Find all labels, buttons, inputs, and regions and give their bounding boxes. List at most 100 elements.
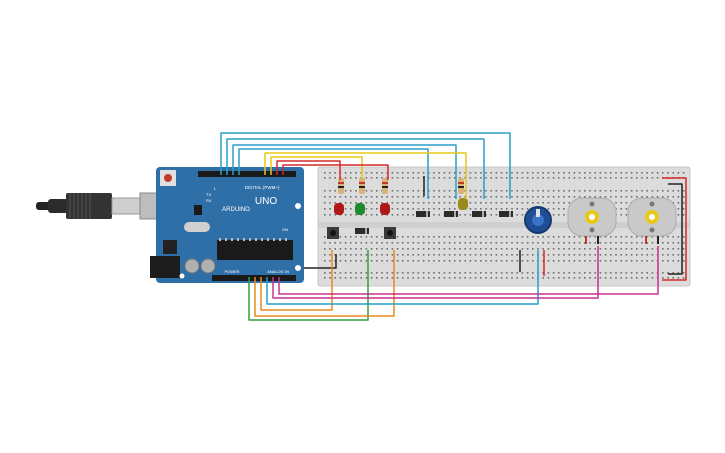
breadboard-hole[interactable]	[339, 196, 342, 198]
breadboard-hole[interactable]	[454, 177, 456, 179]
breadboard-hole[interactable]	[495, 172, 498, 174]
breadboard-hole[interactable]	[417, 277, 420, 279]
breadboard-hole[interactable]	[433, 202, 435, 204]
breadboard-hole[interactable]	[324, 172, 326, 174]
breadboard-hole[interactable]	[412, 196, 414, 198]
breadboard-hole[interactable]	[573, 177, 576, 179]
breadboard-hole[interactable]	[552, 254, 555, 256]
breadboard-hole[interactable]	[578, 190, 581, 192]
breadboard-hole[interactable]	[464, 248, 466, 250]
breadboard-hole[interactable]	[417, 172, 420, 174]
breadboard-hole[interactable]	[396, 190, 399, 192]
breadboard-hole[interactable]	[516, 277, 518, 279]
breadboard-hole[interactable]	[589, 172, 591, 174]
breadboard-hole[interactable]	[386, 254, 388, 256]
breadboard-hole[interactable]	[521, 190, 524, 192]
breadboard-hole[interactable]	[558, 236, 560, 238]
breadboard-hole[interactable]	[641, 272, 643, 274]
breadboard-hole[interactable]	[537, 177, 539, 179]
breadboard-hole[interactable]	[495, 277, 498, 279]
breadboard-hole[interactable]	[542, 260, 544, 262]
breadboard-hole[interactable]	[339, 272, 342, 274]
breadboard-hole[interactable]	[350, 202, 352, 204]
breadboard-hole[interactable]	[490, 242, 492, 244]
breadboard-hole[interactable]	[625, 202, 628, 204]
breadboard-hole[interactable]	[459, 272, 461, 274]
breadboard-hole[interactable]	[667, 172, 669, 174]
breadboard-hole[interactable]	[677, 202, 680, 204]
breadboard-hole[interactable]	[329, 254, 331, 256]
breadboard-hole[interactable]	[563, 190, 565, 192]
breadboard-hole[interactable]	[620, 202, 622, 204]
breadboard-hole[interactable]	[448, 236, 451, 238]
breadboard-hole[interactable]	[526, 260, 529, 262]
breadboard-hole[interactable]	[428, 177, 430, 179]
breadboard-hole[interactable]	[391, 272, 394, 274]
breadboard-hole[interactable]	[443, 202, 446, 204]
breadboard-hole[interactable]	[604, 254, 607, 256]
breadboard-hole[interactable]	[599, 277, 602, 279]
breadboard-hole[interactable]	[433, 190, 435, 192]
breadboard-hole[interactable]	[376, 254, 378, 256]
breadboard-hole[interactable]	[480, 208, 482, 210]
breadboard-hole[interactable]	[381, 242, 383, 244]
breadboard-hole[interactable]	[558, 254, 560, 256]
breadboard-hole[interactable]	[532, 196, 534, 198]
wire-black[interactable]	[304, 254, 337, 269]
breadboard-hole[interactable]	[422, 272, 425, 274]
breadboard-hole[interactable]	[396, 202, 399, 204]
breadboard-hole[interactable]	[443, 254, 446, 256]
breadboard-hole[interactable]	[573, 236, 576, 238]
breadboard-hole[interactable]	[667, 254, 669, 256]
breadboard-hole[interactable]	[386, 260, 388, 262]
breadboard-hole[interactable]	[682, 202, 685, 204]
breadboard-hole[interactable]	[630, 190, 633, 192]
breadboard-hole[interactable]	[438, 202, 440, 204]
breadboard-hole[interactable]	[620, 208, 622, 210]
breadboard-hole[interactable]	[547, 260, 550, 262]
breadboard-hole[interactable]	[370, 272, 373, 274]
breadboard-hole[interactable]	[677, 272, 680, 274]
breadboard-hole[interactable]	[641, 248, 643, 250]
breadboard-hole[interactable]	[365, 236, 368, 238]
breadboard-hole[interactable]	[506, 277, 508, 279]
breadboard-hole[interactable]	[422, 202, 425, 204]
breadboard-hole[interactable]	[641, 242, 643, 244]
breadboard-hole[interactable]	[329, 177, 331, 179]
breadboard-hole[interactable]	[412, 260, 414, 262]
breadboard-hole[interactable]	[391, 248, 394, 250]
breadboard-hole[interactable]	[402, 202, 404, 204]
breadboard-hole[interactable]	[672, 190, 674, 192]
breadboard-hole[interactable]	[495, 242, 498, 244]
breadboard-hole[interactable]	[412, 172, 414, 174]
breadboard-hole[interactable]	[651, 190, 654, 192]
diode[interactable]	[416, 211, 430, 217]
breadboard-hole[interactable]	[542, 242, 544, 244]
breadboard-hole[interactable]	[412, 202, 414, 204]
breadboard-hole[interactable]	[355, 202, 357, 204]
breadboard-hole[interactable]	[542, 196, 544, 198]
breadboard-hole[interactable]	[516, 214, 518, 216]
breadboard-hole[interactable]	[370, 208, 373, 210]
breadboard-hole[interactable]	[651, 260, 654, 262]
breadboard-hole[interactable]	[485, 190, 487, 192]
breadboard-hole[interactable]	[578, 242, 581, 244]
breadboard-hole[interactable]	[604, 260, 607, 262]
breadboard-hole[interactable]	[672, 260, 674, 262]
breadboard-hole[interactable]	[448, 190, 451, 192]
breadboard-hole[interactable]	[495, 196, 498, 198]
breadboard-hole[interactable]	[532, 242, 534, 244]
breadboard-hole[interactable]	[381, 202, 383, 204]
breadboard-hole[interactable]	[662, 260, 664, 262]
breadboard-hole[interactable]	[563, 177, 565, 179]
wire-blue[interactable]	[226, 138, 485, 199]
breadboard-hole[interactable]	[521, 196, 524, 198]
breadboard-hole[interactable]	[407, 272, 409, 274]
breadboard-hole[interactable]	[469, 277, 472, 279]
breadboard-hole[interactable]	[334, 214, 336, 216]
breadboard-hole[interactable]	[365, 248, 368, 250]
breadboard-hole[interactable]	[474, 236, 477, 238]
breadboard-hole[interactable]	[651, 177, 654, 179]
breadboard-hole[interactable]	[329, 248, 331, 250]
breadboard-hole[interactable]	[563, 260, 565, 262]
